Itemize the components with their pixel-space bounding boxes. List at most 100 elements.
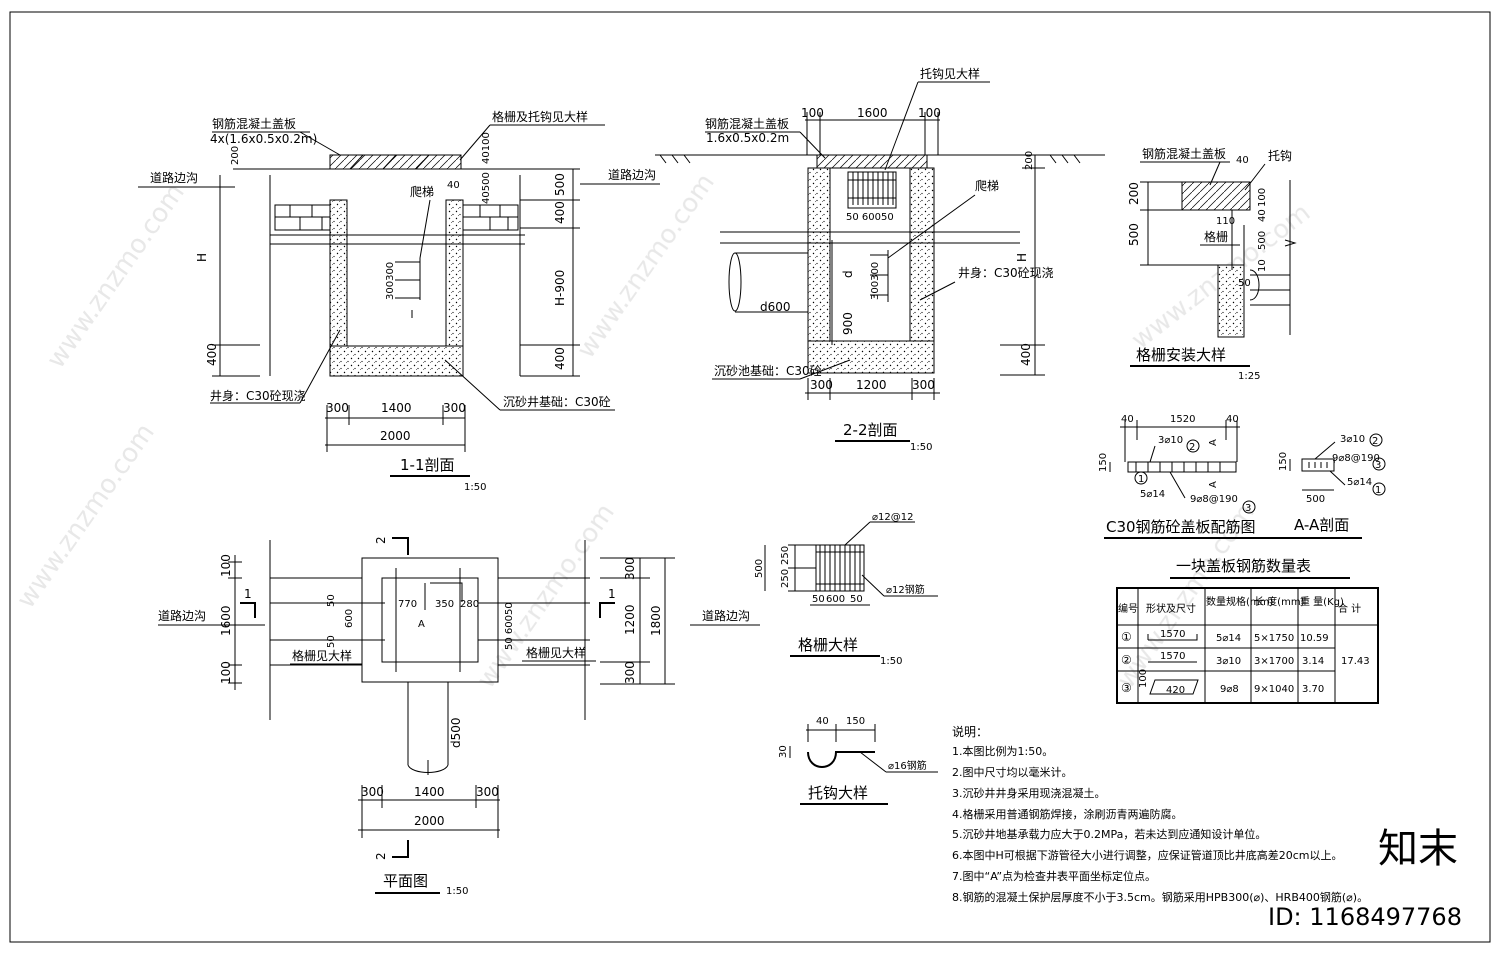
rb-sec-bar-1: 5⌀14 <box>1347 477 1372 488</box>
label-wall-2: 井身：C30砼现浇 <box>958 265 1054 280</box>
wall-right-2 <box>909 167 935 342</box>
dim-t100-left: 100 <box>801 106 824 120</box>
plan-well-outer <box>361 557 499 683</box>
dim-h: H <box>195 253 209 262</box>
rb-dim-40a: 40 <box>1121 414 1134 425</box>
rb-dim-150b: 150 <box>1278 452 1289 471</box>
th-shape: 形状及尺寸 <box>1146 602 1196 615</box>
dim-h-2: H <box>1015 253 1029 262</box>
left-wall <box>329 199 348 347</box>
tr3-shape: 420 <box>1166 685 1185 696</box>
rebar-table: 一块盖板钢筋数量表 编号 形状及尺寸 数量规格(mm) 长 度(mm) 重 量(… <box>1116 557 1379 704</box>
svg-text:www.znzmo.com: www.znzmo.com <box>11 418 161 614</box>
hook-detail: 40 150 30 ⌀16钢筋 托钩大样 <box>778 716 938 805</box>
plan-dim-100b: 100 <box>219 661 233 684</box>
label-cover-size: 4x(1.6x0.5x0.2m) <box>210 132 317 146</box>
label-base-2: 沉砂池基础：C30砼 <box>714 364 822 378</box>
rb-sec-bar-9: 9⌀8@190 <box>1332 453 1380 464</box>
dim-w300-2r: 300 <box>912 378 935 392</box>
scale-2-2: 1:50 <box>910 442 932 453</box>
dim-w1200-2: 1200 <box>856 378 887 392</box>
plan-label-grate-right: 格栅见大样 <box>526 645 586 660</box>
note-5: 5.沉砂井地基承载力应大于0.2MPa，若未达到应通知设计单位。 <box>952 827 1266 841</box>
dim-w300-left: 300 <box>326 401 349 415</box>
rb-dim-500: 500 <box>1306 494 1325 505</box>
gd-bar-top: ⌀12@12 <box>872 512 913 523</box>
gi-label-hook: 托钩 <box>1268 149 1292 163</box>
tr-total: 17.43 <box>1341 656 1370 667</box>
dim-400-bottom: 400 <box>205 343 219 366</box>
label-grate-hook: 格栅及托钩见大样 <box>492 109 588 124</box>
dim-40500: 40500 <box>481 172 492 204</box>
base-slab <box>329 345 464 377</box>
plan-sec-1-right: 1 <box>608 587 616 601</box>
hd-dim-150: 150 <box>846 716 865 727</box>
label-ditch-right: 道路边沟 <box>608 167 656 182</box>
dim-506050-2: 50 60050 <box>846 212 894 223</box>
plan-label-ditch-left: 道路边沟 <box>158 608 206 623</box>
svg-text:2: 2 <box>1189 442 1195 453</box>
gi-dim-100: 100 <box>1257 188 1268 207</box>
dim-300300-2: 300300 <box>870 262 881 300</box>
label-base: 沉砂井基础：C30砼 <box>503 395 611 409</box>
label-ditch-left: 道路边沟 <box>150 170 198 185</box>
plan-dim-5060: 50 60050 <box>504 602 515 650</box>
rb-bar-1: 5⌀14 <box>1140 489 1165 500</box>
dim-d-2: d <box>841 270 855 278</box>
cover-slab-2 <box>816 154 928 169</box>
th-spec: 数量规格(mm) <box>1206 595 1273 608</box>
gd-dim-500: 500 <box>754 559 765 578</box>
plan-dim-w1400: 1400 <box>414 785 445 799</box>
dim-500: 500 <box>553 173 567 196</box>
hd-bar: ⌀16钢筋 <box>888 759 927 772</box>
hd-dim-30: 30 <box>778 745 789 758</box>
plan-well-inner <box>381 577 479 663</box>
gd-bar-side: ⌀12钢筋 <box>886 583 925 596</box>
plan-sec-2-bottom: 2 <box>374 852 388 860</box>
tr3-spec: 9⌀8 <box>1220 684 1239 695</box>
dim-200-2: 200 <box>1024 151 1035 170</box>
gd-title: 格栅大样 <box>798 636 858 654</box>
tr2-no: ② <box>1121 653 1132 667</box>
plan-dim-1200: 1200 <box>623 604 637 635</box>
dim-40100: 40100 <box>481 132 492 164</box>
gd-dim-250a: 250 <box>780 546 791 565</box>
sheet-border <box>9 11 1491 943</box>
rb-section-a-bottom: A <box>1208 481 1219 488</box>
hd-title: 托钩大样 <box>808 784 868 802</box>
gi-dim-500: 500 <box>1127 223 1141 246</box>
plan-pipe-d500: d500 <box>449 717 463 748</box>
note-4: 4.格栅采用普通钢筋焊接，涂刷沥青两遍防腐。 <box>952 807 1183 821</box>
th-wt: 重 量(Kg) <box>1300 595 1344 608</box>
rb-dim-1520: 1520 <box>1170 414 1195 425</box>
plan-dim-1800: 1800 <box>649 605 663 636</box>
hd-hook <box>807 751 875 768</box>
rb-title: C30钢筋砼盖板配筋图 <box>1106 518 1256 536</box>
notes-title: 说明： <box>952 724 988 739</box>
grate-install-detail: 200 500 40 110 100 500 40 10 50 钢筋混凝土盖板 … <box>1127 146 1297 382</box>
scale-1-1: 1:50 <box>464 482 486 493</box>
brand-id: ID: 1168497768 <box>1268 903 1462 931</box>
plan-dim-w2000: 2000 <box>414 814 445 828</box>
svg-text:www.znzmo.com: www.znzmo.com <box>41 178 191 374</box>
tr1-len: 5×1750 <box>1254 633 1294 644</box>
note-8: 8.钢筋的混凝土保护层厚度不小于3.5cm。钢筋采用HPB300(⌀)、HRB4… <box>952 890 1368 904</box>
label-ladder-2: 爬梯 <box>975 179 999 193</box>
rb-section-a-top: A <box>1208 439 1219 446</box>
gi-title: 格栅安装大样 <box>1136 346 1226 364</box>
svg-text:2: 2 <box>1372 436 1378 447</box>
tr3-len: 9×1040 <box>1254 684 1294 695</box>
install-wall <box>1217 264 1245 338</box>
plan-view: d500 A 770 350 280 50 600 50 50 60050 10… <box>158 536 760 897</box>
svg-text:3: 3 <box>1245 503 1251 514</box>
label-pipe-d600: d600 <box>760 300 791 314</box>
plan-dim-50b: 50 <box>326 635 337 648</box>
svg-text:3: 3 <box>1375 460 1381 471</box>
plan-title: 平面图 <box>383 872 428 890</box>
tr2-spec: 3⌀10 <box>1216 656 1241 667</box>
dim-400-right: 400 <box>553 347 567 370</box>
label-cover-slab: 钢筋混凝土盖板 <box>212 116 296 131</box>
plan-dim-50a: 50 <box>326 594 337 607</box>
gi-dim-500b: 500 <box>1257 231 1268 250</box>
